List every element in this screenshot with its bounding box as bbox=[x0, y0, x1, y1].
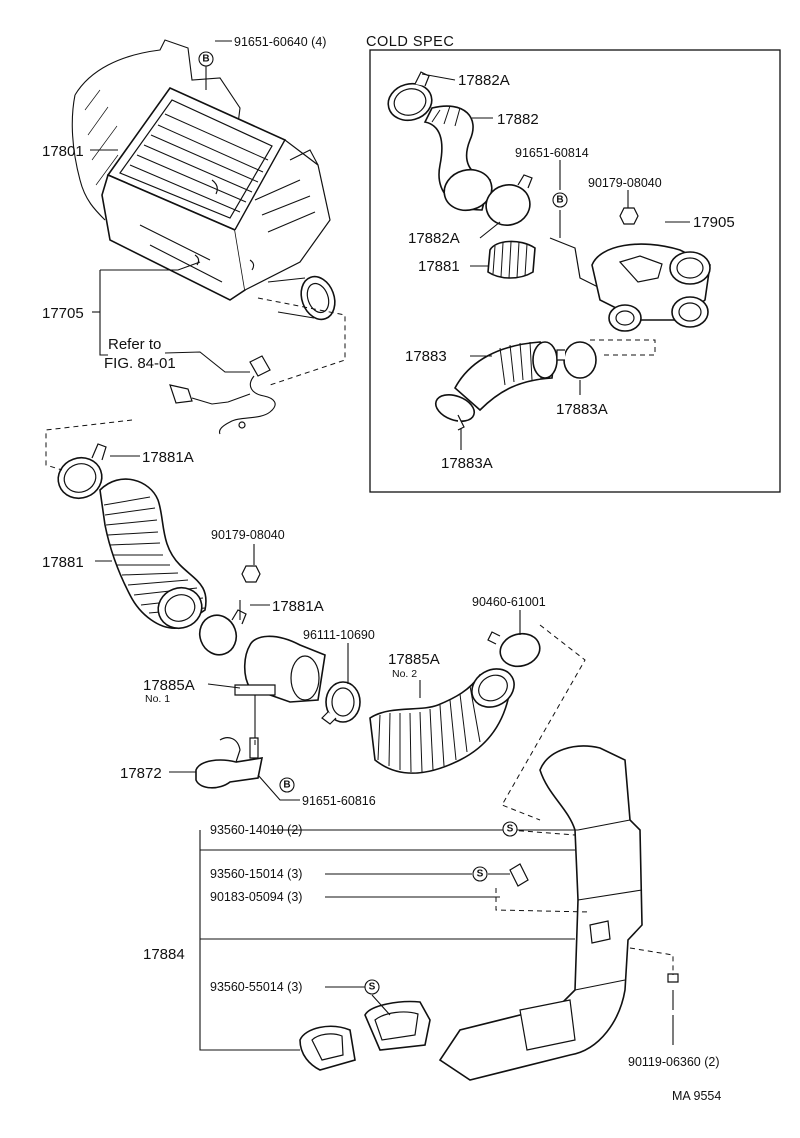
label-91651-60816: 91651-60816 bbox=[302, 794, 376, 808]
label-91651-60640: 91651-60640 (4) bbox=[234, 35, 326, 49]
label-96111-10690: 96111-10690 bbox=[303, 628, 375, 642]
label-17881a-top: 17881A bbox=[142, 449, 194, 466]
dashed-guide-lines bbox=[45, 297, 674, 975]
label-17885a-no2: 17885A bbox=[388, 651, 440, 668]
cold-spec-frame bbox=[369, 49, 781, 493]
label-93560-15014: 93560-15014 (3) bbox=[210, 867, 302, 881]
cold-spec-section: COLD SPEC bbox=[366, 34, 781, 493]
screw-marker-2: S bbox=[472, 866, 488, 882]
bolt-marker-3: B bbox=[279, 777, 295, 793]
label-17883a-bottom: 17883A bbox=[441, 455, 493, 472]
label-17884: 17884 bbox=[143, 946, 185, 963]
label-17705: 17705 bbox=[42, 305, 84, 322]
drawing-number: MA 9554 bbox=[672, 1089, 721, 1103]
label-17881: 17881 bbox=[42, 554, 84, 571]
svg-text:S: S bbox=[507, 824, 514, 835]
marker-symbols: B B B S S S bbox=[198, 51, 568, 995]
screw-marker-1: S bbox=[502, 821, 518, 837]
label-17881-cold: 17881 bbox=[418, 258, 460, 275]
label-17883: 17883 bbox=[405, 348, 447, 365]
label-no2: No. 2 bbox=[392, 668, 417, 680]
air-cleaner-drawing bbox=[71, 39, 336, 321]
bolt-marker-1: B bbox=[198, 51, 214, 67]
label-17882a-mid: 17882A bbox=[408, 230, 460, 247]
label-17882: 17882 bbox=[497, 111, 539, 128]
label-91651-60814: 91651-60814 bbox=[515, 146, 589, 160]
sensor-drawing bbox=[169, 355, 276, 435]
label-17885a-no1: 17885A bbox=[143, 677, 195, 694]
intake-hose-drawing bbox=[57, 443, 679, 1081]
svg-text:S: S bbox=[369, 982, 376, 993]
label-17881a-mid: 17881A bbox=[272, 598, 324, 615]
cold-spec-title: COLD SPEC bbox=[366, 34, 454, 50]
svg-text:B: B bbox=[556, 195, 563, 206]
label-17872: 17872 bbox=[120, 765, 162, 782]
label-no1: No. 1 bbox=[145, 693, 170, 705]
part-labels: 91651-60640 (4) 17801 17705 Refer to FIG… bbox=[42, 35, 735, 1103]
svg-text:B: B bbox=[283, 780, 290, 791]
bolt-marker-2: B bbox=[552, 192, 568, 208]
label-90179-08040: 90179-08040 bbox=[211, 528, 285, 542]
label-90460-61001: 90460-61001 bbox=[472, 595, 546, 609]
cold-spec-parts-drawing bbox=[387, 71, 711, 431]
label-90179-08040-cold: 90179-08040 bbox=[588, 176, 662, 190]
screw-marker-3: S bbox=[364, 979, 380, 995]
label-90183-05094: 90183-05094 (3) bbox=[210, 890, 302, 904]
svg-text:S: S bbox=[477, 869, 484, 880]
label-17883a-right: 17883A bbox=[556, 401, 608, 418]
label-17905: 17905 bbox=[693, 214, 735, 231]
label-93560-14010: 93560-14010 (2) bbox=[210, 823, 302, 837]
label-90119-06360: 90119-06360 (2) bbox=[628, 1055, 720, 1069]
label-17801: 17801 bbox=[42, 143, 84, 160]
label-fig-84-01: FIG. 84-01 bbox=[104, 355, 176, 372]
leader-lines bbox=[90, 40, 690, 1051]
svg-text:B: B bbox=[202, 54, 209, 65]
label-17882a-top: 17882A bbox=[458, 72, 510, 89]
label-refer-to: Refer to bbox=[108, 336, 161, 353]
label-93560-55014: 93560-55014 (3) bbox=[210, 980, 302, 994]
